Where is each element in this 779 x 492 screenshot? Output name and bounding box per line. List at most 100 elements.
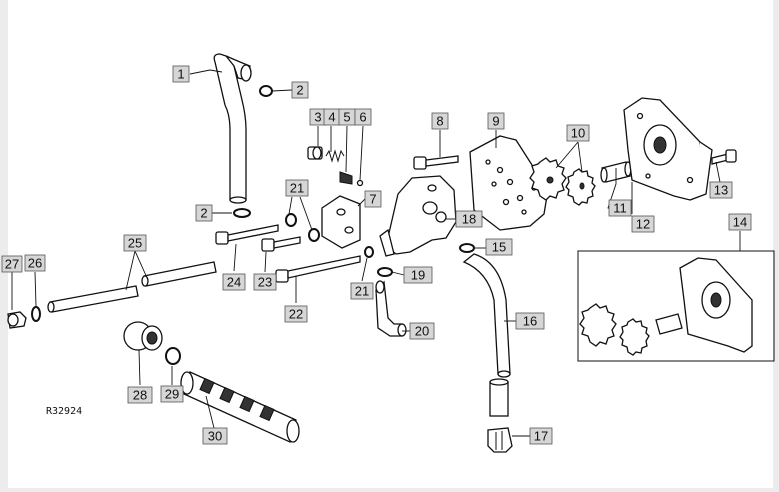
part-7-bracket [321, 195, 361, 249]
callout-19: 19 [403, 266, 433, 284]
svg-text:5: 5 [343, 110, 350, 125]
callout-2-top: 2 [291, 81, 309, 99]
part-2-o-ring-mid [233, 208, 251, 218]
svg-text:4: 4 [328, 110, 335, 125]
callout-12: 12 [631, 215, 655, 233]
svg-text:18: 18 [462, 212, 476, 227]
part-6-ball [356, 179, 364, 187]
svg-text:13: 13 [714, 183, 728, 198]
callout-26: 26 [24, 254, 46, 272]
callout-2-mid: 2 [195, 204, 213, 222]
right-border [773, 0, 779, 492]
part-20-elbow-tube [375, 280, 407, 337]
callout-27: 27 [1, 255, 23, 273]
svg-text:12: 12 [636, 217, 650, 232]
svg-text:27: 27 [5, 257, 19, 272]
callout-21-bottom: 21 [350, 282, 374, 300]
part-23-bolt [261, 236, 301, 252]
part-28-plug [123, 321, 163, 351]
part-21-washer-c [364, 246, 374, 258]
callout-21-top: 21 [285, 179, 309, 197]
callout-16: 16 [515, 312, 545, 330]
part-2-o-ring-top [259, 85, 273, 97]
part-16-tube [462, 253, 511, 417]
callout-11: 11 [608, 199, 632, 217]
bottom-border [0, 488, 779, 492]
callout-13: 13 [709, 181, 733, 199]
part-10-gear-b [565, 168, 596, 206]
left-border [0, 0, 8, 492]
part-25-rods [47, 261, 217, 313]
svg-text:9: 9 [492, 114, 499, 129]
callout-22: 22 [284, 305, 308, 323]
svg-text:8: 8 [436, 114, 443, 129]
svg-text:6: 6 [359, 110, 366, 125]
callout-8: 8 [431, 112, 449, 130]
svg-text:21: 21 [355, 284, 369, 299]
callout-14: 14 [728, 213, 752, 231]
svg-text:22: 22 [289, 307, 303, 322]
svg-text:28: 28 [133, 388, 147, 403]
leader-lines [11, 69, 741, 437]
svg-text:14: 14 [733, 215, 747, 230]
callout-10: 10 [566, 124, 590, 142]
callout-25: 25 [123, 234, 147, 252]
svg-text:23: 23 [258, 275, 272, 290]
callout-30: 30 [202, 427, 228, 445]
svg-text:2: 2 [296, 83, 303, 98]
part-4-valve-spring [325, 149, 345, 163]
part-26-o-ring [31, 306, 41, 322]
svg-text:20: 20 [415, 324, 429, 339]
part-9-cover-plate [469, 135, 549, 231]
svg-text:10: 10 [571, 126, 585, 141]
part-19-o-ring [377, 267, 393, 277]
callout-20: 20 [409, 322, 435, 340]
callout-1: 1 [172, 65, 190, 83]
part-29-o-ring [165, 347, 181, 365]
part-17-cap [487, 427, 513, 453]
svg-text:24: 24 [227, 275, 241, 290]
part-21-washer-a [285, 213, 297, 227]
callout-29: 29 [160, 385, 184, 403]
part-12-pump-housing [623, 97, 713, 201]
svg-text:26: 26 [28, 256, 42, 271]
part-27-plug [7, 311, 27, 329]
reference-code: R32924 [46, 406, 82, 417]
part-8-bolt [413, 155, 459, 170]
part-15-o-ring [459, 243, 475, 253]
callout-23: 23 [253, 273, 277, 291]
part-14-assembly-inset [577, 250, 775, 362]
svg-text:1: 1 [177, 67, 184, 82]
svg-text:16: 16 [523, 314, 537, 329]
callout-6: 6 [354, 108, 372, 126]
svg-text:7: 7 [369, 192, 376, 207]
callout-7: 7 [364, 190, 382, 208]
part-10-gear-a [529, 157, 567, 201]
svg-text:19: 19 [411, 268, 425, 283]
svg-text:30: 30 [208, 429, 222, 444]
part-3-valve-plug [307, 146, 323, 160]
part-24-bolt [215, 224, 279, 245]
callout-15: 15 [485, 238, 513, 256]
svg-text:29: 29 [165, 387, 179, 402]
part-5-valve-cone [339, 171, 353, 185]
callout-28: 28 [127, 386, 153, 404]
svg-text:21: 21 [290, 181, 304, 196]
svg-text:17: 17 [534, 429, 548, 444]
part-13-bolt [711, 149, 737, 165]
part-1-bent-tube [213, 53, 252, 204]
svg-text:3: 3 [314, 110, 321, 125]
svg-text:2: 2 [200, 206, 207, 221]
callout-9: 9 [487, 112, 505, 130]
callout-17: 17 [529, 427, 553, 445]
callout-18: 18 [455, 210, 483, 228]
svg-text:25: 25 [128, 236, 142, 251]
svg-text:11: 11 [613, 201, 627, 216]
part-30-screen [180, 371, 300, 443]
part-18-pump-body [379, 175, 457, 257]
callout-5: 5 [338, 108, 356, 126]
callout-24: 24 [222, 273, 246, 291]
callout-4: 4 [323, 108, 341, 126]
